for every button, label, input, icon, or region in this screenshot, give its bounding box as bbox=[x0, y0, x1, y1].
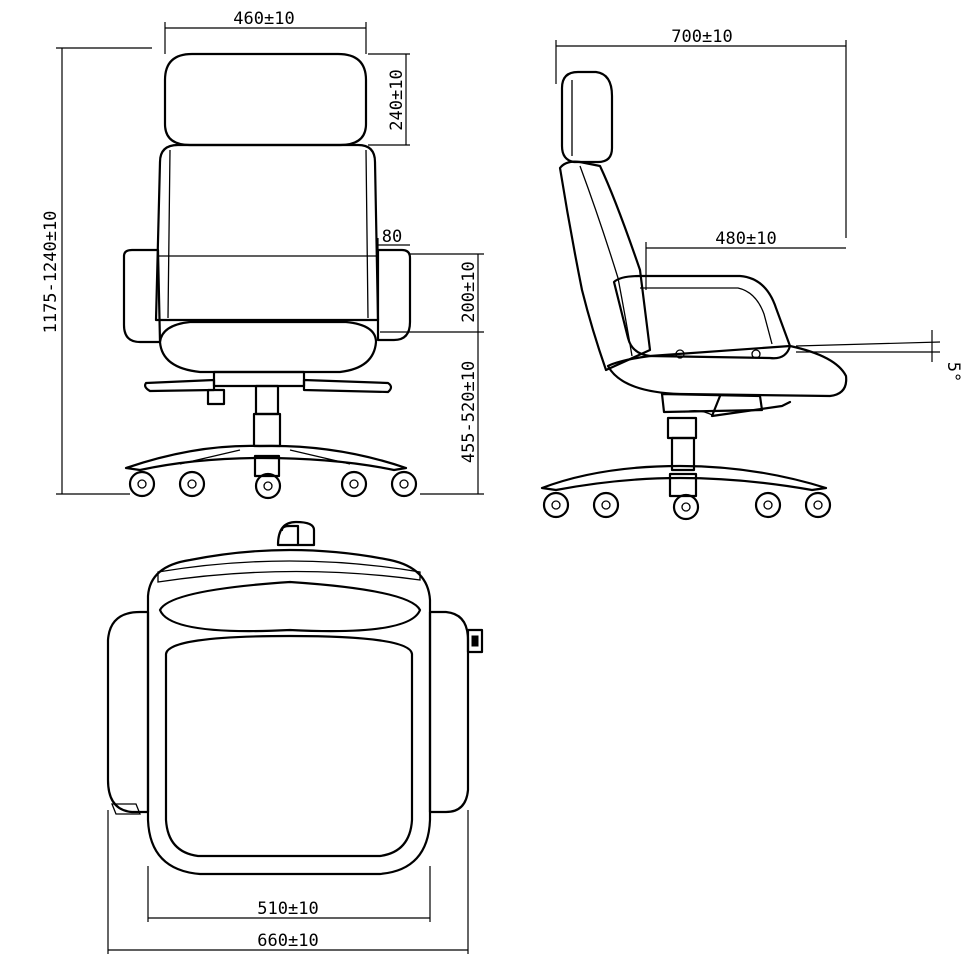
top-dimension-lines bbox=[107, 810, 469, 954]
top-seat-outer bbox=[146, 548, 432, 876]
top-view bbox=[106, 520, 484, 876]
armrest-gap-label: 80 bbox=[382, 227, 402, 247]
front-dimension-lines bbox=[56, 22, 484, 495]
overall-width-label: 660±10 bbox=[257, 931, 318, 951]
front-seat bbox=[158, 320, 378, 374]
front-armrest-right bbox=[376, 248, 412, 342]
front-base bbox=[124, 444, 408, 472]
front-backrest bbox=[154, 143, 380, 322]
side-base bbox=[540, 464, 828, 492]
front-gas-cylinder bbox=[254, 384, 280, 416]
headrest-height-label: 240±10 bbox=[387, 69, 407, 130]
front-headrest bbox=[163, 52, 368, 147]
side-backrest bbox=[558, 160, 652, 372]
top-armrest-right bbox=[428, 610, 470, 814]
armrest-height-label: 200±10 bbox=[459, 261, 479, 322]
side-gas-cylinder bbox=[666, 416, 698, 440]
front-armrest-left bbox=[122, 248, 162, 344]
overall-height-label: 1175-1240±10 bbox=[41, 211, 61, 334]
front-casters bbox=[128, 470, 418, 500]
top-backrest bbox=[158, 580, 422, 633]
side-dimension-lines bbox=[555, 40, 941, 362]
overall-depth-label: 700±10 bbox=[671, 27, 732, 47]
front-view bbox=[122, 52, 418, 500]
seat-width-label: 510±10 bbox=[257, 899, 318, 919]
top-armrest-left bbox=[106, 610, 150, 814]
top-headrest bbox=[276, 520, 316, 547]
seat-height-label: 455-520±10 bbox=[459, 361, 479, 463]
top-seat-cushion bbox=[164, 634, 414, 858]
seat-depth-label: 480±10 bbox=[715, 229, 776, 249]
side-seat bbox=[606, 344, 848, 398]
headrest-width-label: 460±10 bbox=[233, 9, 294, 29]
side-casters bbox=[542, 491, 832, 521]
side-headrest bbox=[560, 70, 614, 164]
side-view bbox=[540, 70, 848, 521]
front-mechanism bbox=[212, 370, 306, 388]
tilt-angle-label: 5° bbox=[943, 362, 963, 382]
